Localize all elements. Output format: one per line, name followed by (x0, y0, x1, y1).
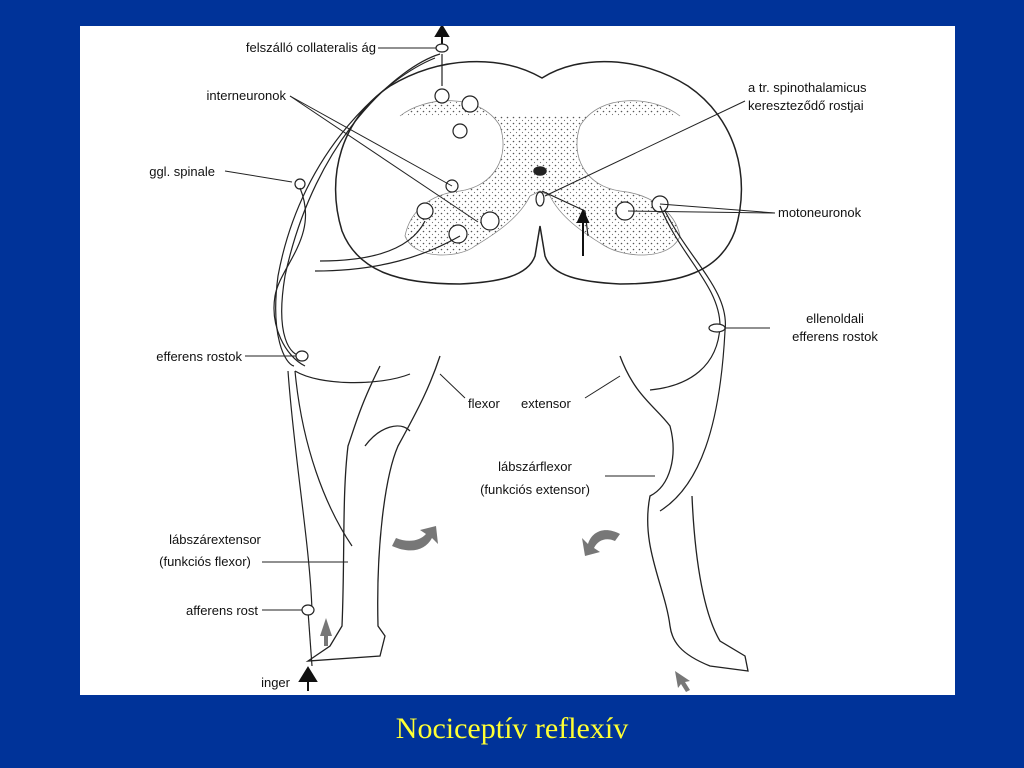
label-afferens-rost: afferens rost (186, 603, 258, 618)
label-felszallo-collateralis: felszálló collateralis ág (246, 40, 376, 55)
label-inger: inger (261, 675, 291, 690)
label-labszarflexor-line1: lábszárflexor (498, 459, 572, 474)
label-labszarflexor-line2: (funkciós extensor) (480, 482, 590, 497)
spinal-cord-section (334, 60, 743, 285)
diagram-panel: felszálló collateralis ág interneuronok … (80, 26, 955, 695)
movement-arrows (320, 526, 690, 692)
label-ellenoldali-line1: ellenoldali (806, 311, 864, 326)
label-interneuronok: interneuronok (207, 88, 287, 103)
slide-caption: Nociceptív reflexív (395, 712, 629, 745)
label-tr-spinothalamicus-line1: a tr. spinothalamicus (748, 80, 867, 95)
label-tr-spinothalamicus-line2: kereszteződő rostjai (748, 98, 864, 113)
label-extensor: extensor (521, 396, 572, 411)
leader-lines (224, 47, 776, 611)
label-flexor: flexor (468, 396, 500, 411)
nerve-fibres (273, 53, 726, 667)
black-arrows (298, 26, 590, 691)
label-efferens-rostok: efferens rostok (156, 349, 242, 364)
fibre-markers (295, 43, 726, 616)
legs (305, 355, 749, 672)
label-ellenoldali-line2: efferens rostok (792, 329, 878, 344)
label-labszarextensor-line1: lábszárextensor (169, 532, 261, 547)
neurons (294, 88, 669, 244)
reflex-arc-diagram: felszálló collateralis ág interneuronok … (149, 26, 878, 692)
label-ggl-spinale: ggl. spinale (149, 164, 215, 179)
label-labszarextensor-line2: (funkciós flexor) (159, 554, 251, 569)
label-motoneuronok: motoneuronok (778, 205, 862, 220)
